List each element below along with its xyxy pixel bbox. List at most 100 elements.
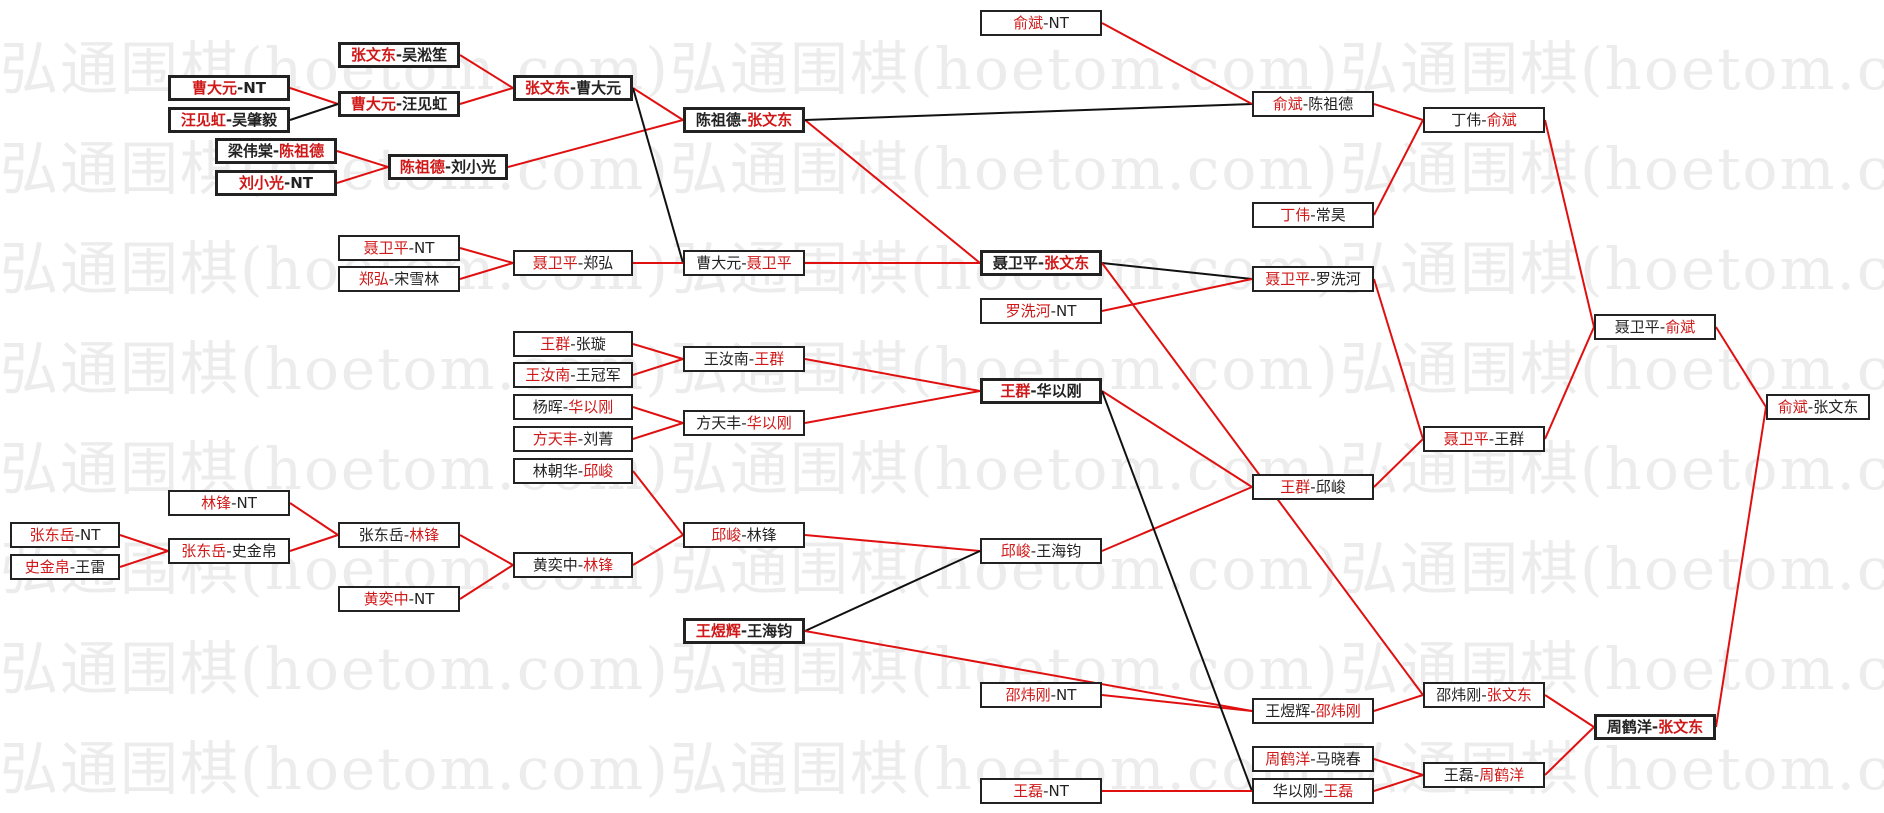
player-name: 曹大元 [696, 254, 742, 272]
player-name: 张文东 [1044, 254, 1090, 272]
separator: - [740, 622, 748, 640]
player-name: 林朝华 [532, 462, 578, 480]
player-name: 刘小光 [451, 158, 497, 176]
match-box: 杨晖-华以刚 [513, 394, 633, 420]
bracket-line [289, 103, 339, 121]
separator: - [562, 398, 569, 416]
separator: - [1310, 702, 1316, 720]
player-name: 聂卫平 [1265, 270, 1311, 288]
player-name: 陈祖德 [399, 158, 445, 176]
match-box: 丁伟-常昊 [1252, 202, 1374, 228]
match-box: 陈祖德-张文东 [683, 107, 805, 133]
player-name: 聂卫平 [746, 254, 792, 272]
match-box: 郑弘-宋雪林 [338, 266, 460, 292]
player-name: 周鹤洋 [1265, 750, 1311, 768]
bracket-line [1101, 262, 1253, 280]
match-box: 张文东-吴淞笙 [338, 42, 460, 68]
bracket-line [1715, 326, 1767, 408]
match-box: 王群-张璇 [513, 331, 633, 357]
player-name: 林锋 [409, 526, 440, 544]
player-name: 聂卫平 [992, 254, 1038, 272]
bracket-line [632, 87, 684, 121]
player-name: 王群 [754, 350, 785, 368]
separator: - [395, 46, 403, 64]
bracket-line [459, 54, 514, 89]
match-box: 聂卫平-罗洗河 [1252, 266, 1374, 292]
bracket-line [804, 103, 1253, 121]
player-name: 邵炜刚 [1436, 686, 1482, 704]
bracket-line [289, 502, 339, 536]
player-name: 陈祖德 [1308, 95, 1354, 113]
player-name: NT [290, 174, 314, 192]
separator: - [1050, 686, 1057, 704]
player-name: 华以刚 [1272, 782, 1318, 800]
bracket-line [1544, 694, 1595, 728]
separator: - [1481, 686, 1487, 704]
bracket-line [1101, 486, 1253, 552]
bracket-line [336, 166, 389, 184]
bracket-line [1544, 326, 1595, 440]
separator: - [1807, 398, 1814, 416]
bracket-line [1373, 438, 1424, 488]
separator: - [577, 556, 584, 574]
bracket-line [1373, 774, 1424, 792]
separator: - [1030, 542, 1037, 560]
separator: - [1310, 750, 1316, 768]
player-name: NT [80, 526, 101, 544]
bracket-line [1101, 390, 1253, 792]
bracket-line [632, 406, 684, 424]
player-name: 王群 [540, 335, 571, 353]
match-box: 王煜辉-邵炜刚 [1252, 698, 1374, 724]
match-box: 曹大元-聂卫平 [683, 250, 805, 276]
separator: - [577, 430, 584, 448]
player-name: 王磊 [1323, 782, 1354, 800]
player-name: 汪见虹 [402, 95, 448, 113]
bracket-line [1373, 694, 1424, 712]
match-box: 丁伟-俞斌 [1423, 107, 1545, 133]
separator: - [1488, 430, 1495, 448]
separator: - [444, 158, 452, 176]
player-name: NT [1056, 686, 1077, 704]
bracket-line [804, 119, 981, 264]
bracket-line [459, 87, 514, 105]
player-name: 王煜辉 [695, 622, 741, 640]
match-box: 王磊-NT [980, 778, 1102, 804]
match-box: 王群-华以刚 [980, 378, 1102, 404]
separator: - [741, 414, 747, 432]
bracket-line [1101, 22, 1253, 105]
separator: - [1043, 14, 1049, 32]
separator: - [569, 79, 577, 97]
match-box: 俞斌-张文东 [1766, 394, 1870, 420]
bracket-line [804, 534, 981, 552]
player-name: 郑弘 [358, 270, 389, 288]
player-name: 邱峻 [583, 462, 614, 480]
separator: - [1310, 206, 1316, 224]
bracket-line [459, 564, 514, 600]
player-name: 聂卫平 [1443, 430, 1489, 448]
separator: - [226, 542, 232, 560]
player-name: 梁伟棠 [227, 142, 273, 160]
player-name: 张文东 [524, 79, 570, 97]
player-name: 刘菁 [583, 430, 614, 448]
player-name: 宋雪林 [394, 270, 440, 288]
bracket-line [289, 87, 339, 105]
match-box: 俞斌-NT [980, 10, 1102, 36]
separator: - [1659, 318, 1666, 336]
separator: - [570, 335, 576, 353]
separator: - [272, 142, 280, 160]
match-box: 陈祖德-刘小光 [388, 154, 508, 180]
bracket-line [1544, 726, 1595, 776]
player-name: 林锋 [201, 494, 232, 512]
player-name: 张璇 [575, 335, 606, 353]
match-box: 黄奕中-林锋 [513, 552, 633, 578]
player-name: 聂卫平 [1614, 318, 1660, 336]
player-name: 俞斌 [1272, 95, 1303, 113]
separator: - [1310, 478, 1316, 496]
player-name: 王汝南 [703, 350, 749, 368]
player-name: 曹大元 [191, 79, 237, 97]
match-box: 曹大元-NT [168, 75, 290, 101]
match-box: 王群-邱峻 [1252, 474, 1374, 500]
player-name: 罗洗河 [1005, 302, 1051, 320]
bracket-line [632, 358, 684, 376]
player-name: 刘小光 [238, 174, 284, 192]
